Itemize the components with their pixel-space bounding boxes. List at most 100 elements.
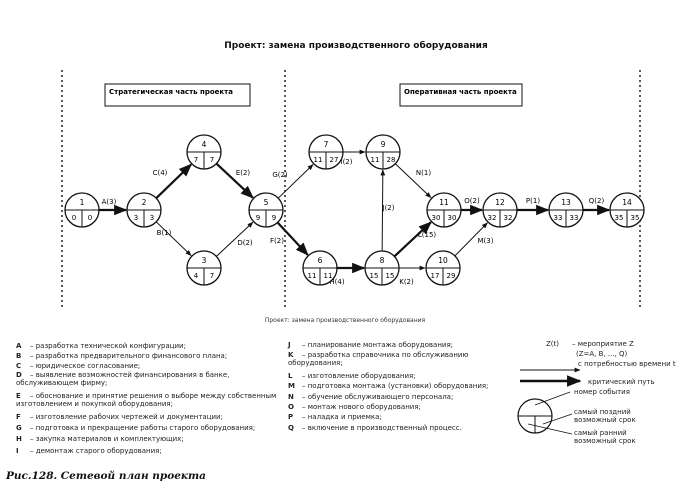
activity-label: F(2): [270, 237, 284, 245]
legend-activity-label: – мероприятие Z: [572, 340, 634, 348]
event-number: 13: [561, 198, 571, 207]
legend-key: P: [288, 413, 294, 421]
event-early-time: 9: [256, 214, 260, 222]
event-early-time: 30: [432, 214, 441, 222]
activity-arrow: [276, 221, 309, 256]
legend-key: J: [288, 341, 291, 349]
event-late-time: 27: [330, 156, 339, 164]
legend-item: E– обоснование и принятие решения о выбо…: [16, 392, 278, 408]
legend-activity-duration: с потребностью времени t: [578, 360, 676, 368]
activity-label: N(1): [416, 169, 431, 177]
activity-label: Q(2): [589, 197, 605, 205]
strategic-section-label: Стратегическая часть проекта: [109, 88, 233, 96]
legend-item: A– разработка технической конфигурации;: [16, 342, 278, 350]
event-late-time: 0: [88, 214, 92, 222]
event-number: 6: [318, 256, 323, 265]
legend-critical-path-label: критический путь: [588, 378, 655, 386]
activity-label: G(2): [272, 171, 288, 179]
event-early-time: 33: [554, 214, 563, 222]
event-early-time: 15: [370, 272, 379, 280]
legend-description: – планирование монтажа оборудования;: [302, 341, 454, 349]
legend-description: – демонтаж старого оборудования;: [30, 447, 162, 455]
event-late-time: 9: [272, 214, 276, 222]
event-number: 4: [202, 140, 207, 149]
event-number: 7: [324, 140, 329, 149]
legend-key: O: [288, 403, 294, 411]
legend-item: F – изготовление рабочих чертежей и докум…: [16, 413, 278, 421]
event-late-time: 28: [387, 156, 396, 164]
legend-description: – изготовление рабочих чертежей и докуме…: [30, 413, 223, 421]
legend-description: – наладка и приемка;: [302, 413, 382, 421]
event-early-time: 32: [488, 214, 497, 222]
diagram-subtitle: Проект: замена производственного оборудо…: [265, 317, 426, 324]
legend-key: E: [16, 392, 21, 400]
legend-description: – юридическое согласование;: [30, 362, 141, 370]
operational-section-label: Оперативная часть проекта: [404, 88, 517, 96]
legend-activity-symbol: Z(t): [546, 340, 560, 348]
activity-label: C(4): [153, 169, 168, 177]
event-node: 59 9: [248, 192, 284, 228]
activity-label: B(1): [157, 229, 172, 237]
event-number: 5: [264, 198, 269, 207]
figure-caption: Рис.128. Сетевой план проекта: [6, 470, 206, 482]
legend-description: – закупка материалов и комплектующих;: [30, 435, 184, 443]
event-late-time: 33: [570, 214, 579, 222]
event-early-time: 11: [308, 272, 317, 280]
legend-key: F: [16, 413, 21, 421]
event-number: 2: [142, 198, 147, 207]
activity-label: P(1): [526, 197, 540, 205]
legend-key: L: [288, 372, 293, 380]
legend-item: B– разработка предварительного финансово…: [16, 352, 278, 360]
legend-item: I– демонтаж старого оборудования;: [16, 447, 278, 455]
event-number: 9: [381, 140, 386, 149]
event-number: 3: [202, 256, 207, 265]
event-late-time: 32: [504, 214, 513, 222]
legend-key: K: [288, 351, 294, 359]
activity-label: L(15): [418, 231, 437, 239]
event-late-time: 29: [447, 272, 456, 280]
legend-description: – разработка технической конфигурации;: [30, 342, 186, 350]
event-number: 12: [495, 198, 505, 207]
legend-item: G– подготовка и прекращение работы старо…: [16, 424, 278, 432]
legend-item: J – планирование монтажа оборудования;: [288, 341, 510, 349]
legend-description: – включение в производственный процесс.: [302, 424, 462, 432]
activity-arrow: [155, 163, 193, 199]
legend-item: Q – включение в производственный процесс.: [288, 424, 510, 432]
event-early-time: 17: [431, 272, 440, 280]
legend-item: D– выявление возможностей финансирования…: [16, 371, 278, 387]
activity-label: I(2): [341, 158, 353, 166]
diagram-title: Проект: замена производственного оборудо…: [224, 40, 488, 51]
legend-event-number-label: номер события: [574, 388, 630, 396]
legend-event-symbol: [517, 391, 573, 435]
legend-key: H: [16, 435, 22, 443]
event-late-time: 3: [150, 214, 154, 222]
strategic-section-box: [104, 83, 251, 107]
legend-item: N– обучение обслуживающего персонала;: [288, 393, 510, 401]
legend-late-time-label: самый поздний возможный срок: [574, 408, 636, 424]
legend-description: – подготовка монтажа (установки) оборудо…: [302, 382, 489, 390]
legend-key: D: [16, 371, 22, 379]
legend-description: – выявление возможностей финансирования …: [16, 371, 230, 387]
legend-description: – обучение обслуживающего персонала;: [302, 393, 454, 401]
event-node: 911 28: [365, 134, 401, 170]
activity-arrow: [155, 221, 192, 256]
activity-label: J(2): [382, 204, 395, 212]
legend-item: L – изготовление оборудования;: [288, 372, 510, 380]
activity-label: M(3): [478, 237, 494, 245]
activity-arrow: [215, 162, 254, 199]
legend-key: M: [288, 382, 295, 390]
legend-key: Q: [288, 424, 294, 432]
event-early-time: 11: [371, 156, 380, 164]
event-number: 1: [80, 198, 85, 207]
legend-key: B: [16, 352, 22, 360]
event-late-time: 7: [210, 272, 214, 280]
event-late-time: 7: [210, 156, 214, 164]
legend-description: – изготовление оборудования;: [302, 372, 416, 380]
legend-activity-range: (Z=A, B, ..., Q): [576, 350, 628, 358]
